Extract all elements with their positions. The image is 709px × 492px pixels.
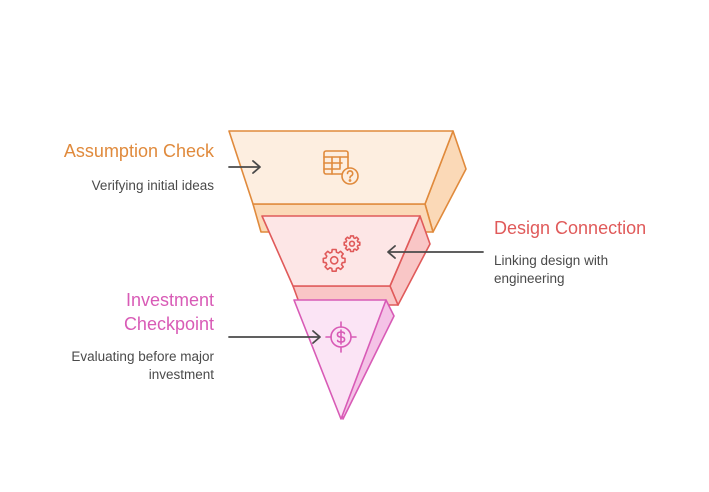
stage-2-description: Linking design with engineering [494, 253, 609, 286]
stage-1-description: Verifying initial ideas [91, 178, 214, 193]
stage-3-description: Evaluating before major investment [71, 349, 214, 382]
stage-2-title: Design Connection [494, 218, 647, 238]
arrow-stage-3 [228, 330, 321, 344]
arrow-stage-2 [387, 245, 484, 259]
funnel-stage-3 [293, 299, 395, 420]
funnel-stage-2 [261, 215, 431, 306]
arrow-stage-1 [228, 160, 261, 174]
stage-3-title: Investment Checkpoint [123, 290, 214, 334]
funnel-stage-3-face [293, 299, 387, 420]
gears-icon [322, 235, 361, 272]
dollar-target-icon [325, 321, 357, 353]
spreadsheet-question-icon [323, 150, 359, 185]
stage-1-title: Assumption Check [63, 141, 214, 161]
funnel-stage-1-face [228, 130, 454, 205]
